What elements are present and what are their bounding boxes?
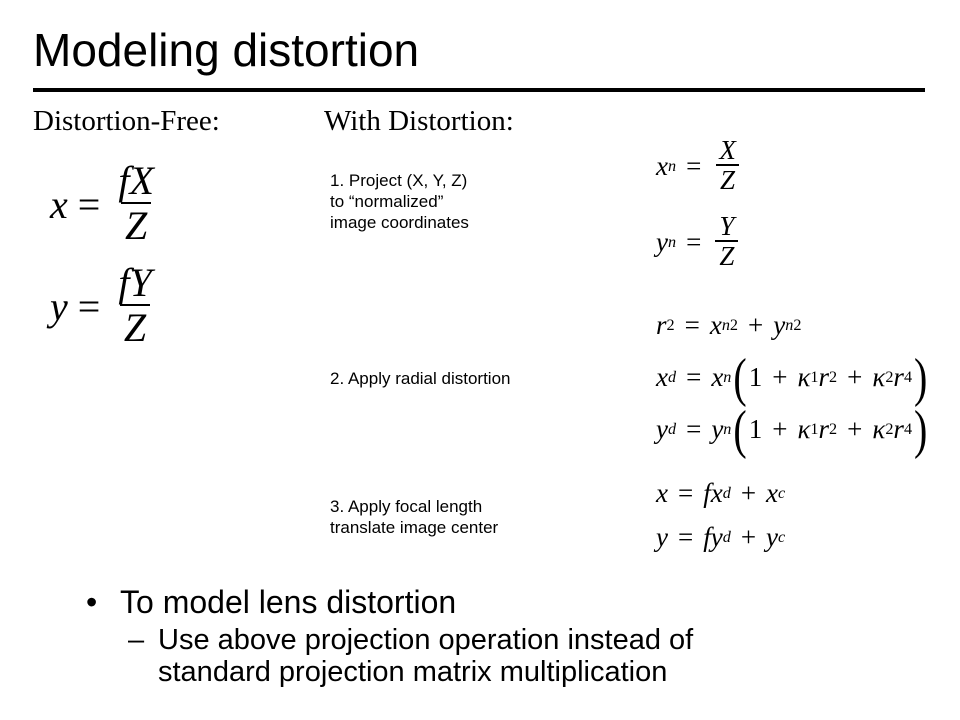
bullet-dash: –: [128, 624, 145, 656]
bullet-main-text: To model lens distortion: [120, 584, 457, 620]
page-title: Modeling distortion: [33, 24, 420, 76]
bullet-dot: •: [86, 584, 98, 620]
bullet-sub-text: Use above projection operation instead o…: [158, 624, 694, 688]
step-3-label: 3. Apply focal length translate image ce…: [330, 497, 499, 537]
step-1-label: 1. Project (X, Y, Z) to “normalized” ima…: [330, 171, 469, 232]
title-underline: [33, 88, 925, 92]
bullet-sub: – Use above projection operation instead…: [128, 624, 693, 688]
with-distortion-heading: With Distortion:: [324, 105, 514, 137]
step-2-label: 2. Apply radial distortion: [330, 369, 511, 388]
distortion-free-heading: Distortion-Free:: [33, 105, 220, 137]
bullet-main: • To model lens distortion: [86, 582, 456, 622]
